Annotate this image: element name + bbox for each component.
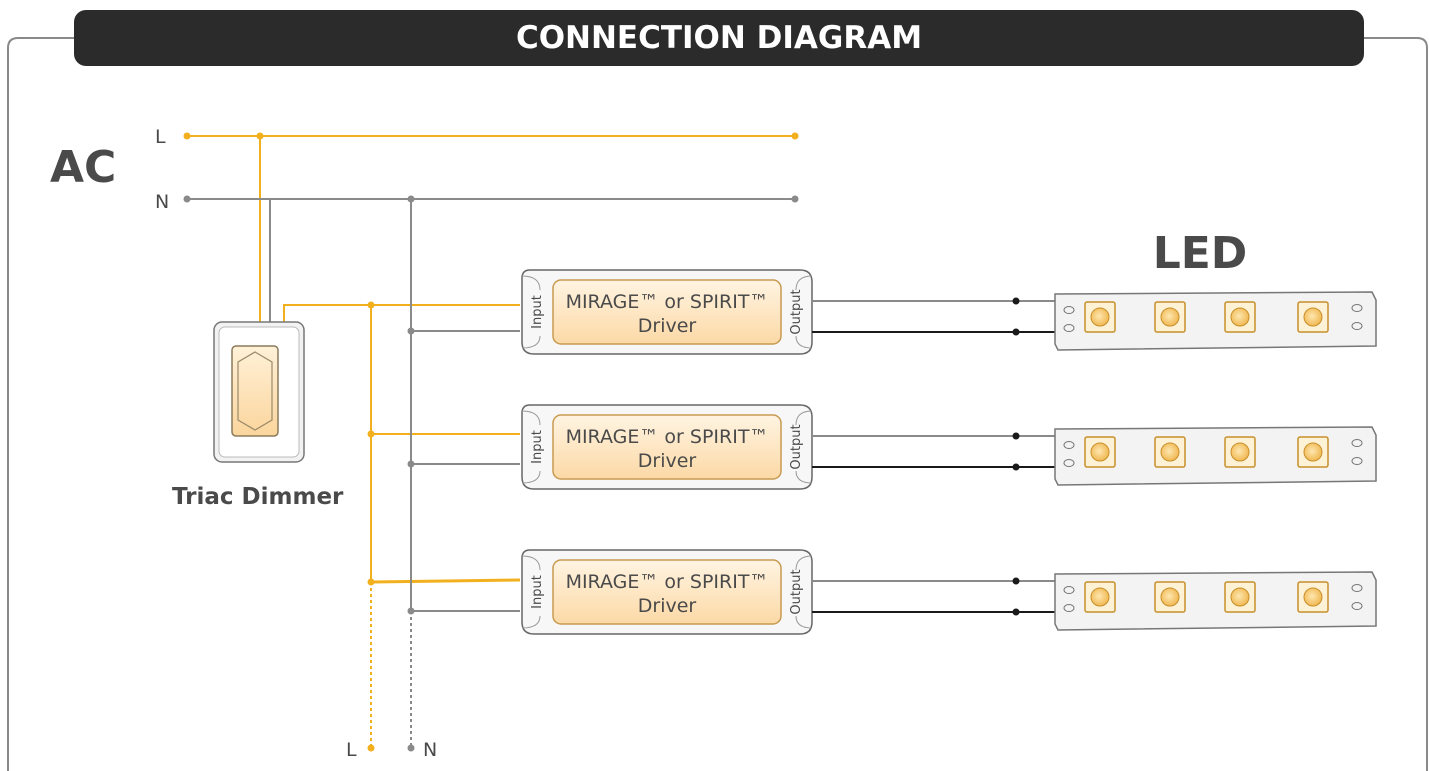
driver-type: Driver — [638, 595, 697, 617]
led-chip-icon — [1154, 301, 1186, 333]
led-chip-icon — [1084, 581, 1116, 613]
wire-node — [1012, 432, 1020, 440]
ac-line-label: L — [155, 126, 166, 148]
line-wire — [187, 135, 795, 748]
led-chip-icon — [1224, 301, 1256, 333]
driver-input-label: Input — [530, 430, 545, 464]
driver-name: MIRAGE™ or SPIRIT™ — [566, 291, 769, 313]
dimmer-label: Triac Dimmer — [172, 484, 344, 510]
led-chip-icon — [1297, 581, 1329, 613]
led-chip-icon — [1154, 436, 1186, 468]
led-chip-icon — [1224, 581, 1256, 613]
driver-name: MIRAGE™ or SPIRIT™ — [566, 426, 769, 448]
led-chip-icon — [1154, 581, 1186, 613]
driver-type: Driver — [638, 450, 697, 472]
ac-neutral-label: N — [155, 191, 169, 213]
driver-type: Driver — [638, 315, 697, 337]
bottom-neutral-label: N — [423, 739, 437, 761]
line-wire-dots — [183, 132, 799, 752]
neutral-wire — [187, 198, 795, 748]
led-strip — [1054, 426, 1377, 486]
driver-output-label: Output — [789, 569, 804, 614]
rocker-icon — [237, 351, 273, 431]
driver-input-label: Input — [530, 575, 545, 609]
driver-output-label: Output — [789, 424, 804, 469]
driver-input-label: Input — [530, 295, 545, 329]
wire-node — [1012, 297, 1020, 305]
led-chip-icon — [1224, 436, 1256, 468]
diagram-frame — [7, 37, 1428, 771]
led-chip-icon — [1297, 436, 1329, 468]
wire-node — [1012, 328, 1020, 336]
wire-node — [1012, 608, 1020, 616]
neutral-wire-dots — [183, 195, 799, 752]
led-chip-icon — [1084, 436, 1116, 468]
bottom-line-label: L — [346, 739, 357, 761]
triac-dimmer — [213, 321, 305, 463]
led-strip — [1054, 571, 1377, 631]
led-chip-icon — [1297, 301, 1329, 333]
header-bar: CONNECTION DIAGRAM — [74, 10, 1364, 66]
led-strip — [1054, 291, 1377, 351]
wire-node — [1012, 463, 1020, 471]
driver-name: MIRAGE™ or SPIRIT™ — [566, 571, 769, 593]
ac-label: AC — [50, 142, 116, 193]
wire-node — [1012, 577, 1020, 585]
led-label: LED — [1153, 228, 1248, 279]
page-title: CONNECTION DIAGRAM — [516, 20, 922, 56]
led-chip-icon — [1084, 301, 1116, 333]
driver-output-label: Output — [789, 289, 804, 334]
